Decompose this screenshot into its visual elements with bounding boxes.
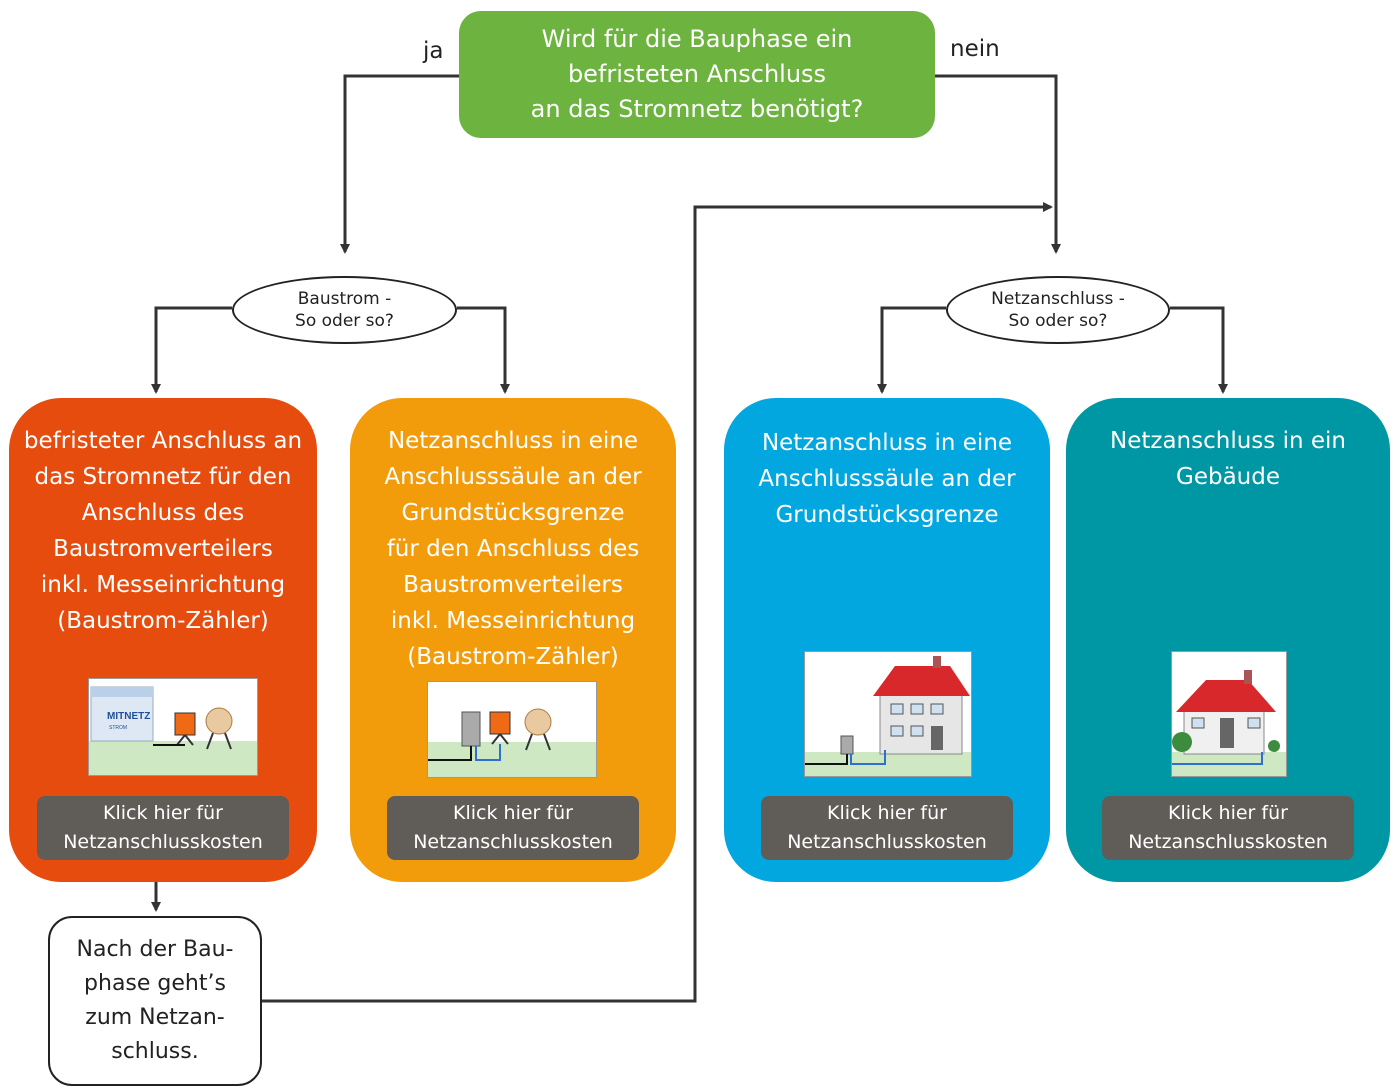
cost-button-line: Klick hier für <box>453 802 573 824</box>
logo-subtext: STROM <box>109 725 127 731</box>
option-line: Baustromverteilers <box>53 536 273 562</box>
option-line: Grundstücksgrenze <box>401 500 625 526</box>
baustrom-left-line <box>151 306 232 394</box>
cost-button-line: Netzanschlusskosten <box>1128 831 1328 853</box>
construction-site-icon: MITNETZ STROM <box>89 686 257 775</box>
no-branch-line <box>935 74 1061 254</box>
decision-line: So oder so? <box>295 311 394 331</box>
cost-button-line: Netzanschlusskosten <box>413 831 613 853</box>
decision-line: So oder so? <box>1008 311 1108 331</box>
no-label: nein <box>950 36 1000 62</box>
option-text: Netzanschluss in eine Anschlusssäule an … <box>734 425 1040 533</box>
house-with-column-icon <box>805 656 971 776</box>
question-line: an das Stromnetz benötigt? <box>530 95 864 123</box>
note-line: phase geht’s <box>84 971 226 996</box>
netz-left-line <box>877 306 946 394</box>
option-text: Netzanschluss in ein Gebäude <box>1076 423 1380 495</box>
option-line: (Baustrom-Zähler) <box>57 608 269 634</box>
note-line: zum Netzan- <box>85 1005 225 1030</box>
cost-button-line: Netzanschlusskosten <box>787 831 987 853</box>
cost-button-line: Klick hier für <box>1168 802 1288 824</box>
decision-netzanschluss: Netzanschluss - So oder so? <box>946 276 1170 344</box>
connection-column-icon <box>428 708 596 777</box>
construction-site-illustration: MITNETZ STROM <box>88 678 258 776</box>
cost-button[interactable]: Klick hier für Netzanschlusskosten <box>387 796 639 860</box>
option-line: befristeter Anschluss an <box>23 428 303 454</box>
option-line: Anschluss des <box>81 500 245 526</box>
question-line: Wird für die Bauphase ein <box>541 25 853 53</box>
option-line: Anschlusssäule an der <box>758 466 1016 492</box>
note-line: schluss. <box>111 1039 199 1064</box>
option-line: inkl. Messeinrichtung <box>390 608 636 634</box>
option-card-building-connection: Netzanschluss in ein Gebäude Klick hier … <box>1066 398 1390 882</box>
note-line: Nach der Bau- <box>76 937 234 962</box>
option-text: befristeter Anschluss an das Stromnetz f… <box>19 423 307 639</box>
connection-column-illustration <box>427 681 597 778</box>
house-icon <box>1172 670 1286 776</box>
cost-button-line: Klick hier für <box>827 802 947 824</box>
cost-button-line: Klick hier für <box>103 802 223 824</box>
option-line: Netzanschluss in eine <box>761 430 1013 456</box>
netz-right-line <box>1170 306 1228 394</box>
option-text: Netzanschluss in eine Anschlusssäule an … <box>360 423 666 675</box>
return-line <box>262 202 1053 1003</box>
yes-branch-line <box>340 74 459 254</box>
baustrom-right-line <box>457 306 510 394</box>
main-question-box: Wird für die Bauphase ein befristeten An… <box>459 11 935 138</box>
option-line: Anschlusssäule an der <box>384 464 642 490</box>
option-line: Gebäude <box>1176 464 1280 490</box>
option-line: Baustromverteilers <box>403 572 623 598</box>
option-card-connection-column: Netzanschluss in eine Anschlusssäule an … <box>724 398 1050 882</box>
decision-baustrom: Baustrom - So oder so? <box>232 276 457 344</box>
logo-text: MITNETZ <box>107 711 150 722</box>
cost-button-line: Netzanschlusskosten <box>63 831 263 853</box>
option-line: für den Anschluss des <box>386 536 640 562</box>
house-column-illustration <box>804 651 972 777</box>
after-construction-note: Nach der Bau- phase geht’s zum Netzan- s… <box>48 916 262 1086</box>
option-line: (Baustrom-Zähler) <box>407 644 619 670</box>
decision-line: Baustrom - <box>297 289 392 309</box>
decision-line: Netzanschluss - <box>991 289 1125 309</box>
cost-button[interactable]: Klick hier für Netzanschlusskosten <box>1102 796 1354 860</box>
building-illustration <box>1171 651 1287 777</box>
option-card-temporary-connection: befristeter Anschluss an das Stromnetz f… <box>9 398 317 882</box>
option-line: Netzanschluss in ein <box>1110 428 1346 454</box>
option-card-connection-column-baustrom: Netzanschluss in eine Anschlusssäule an … <box>350 398 676 882</box>
cost-button[interactable]: Klick hier für Netzanschlusskosten <box>761 796 1013 860</box>
cost-button[interactable]: Klick hier für Netzanschlusskosten <box>37 796 289 860</box>
option-line: inkl. Messeinrichtung <box>40 572 286 598</box>
option-line: das Stromnetz für den <box>34 464 292 490</box>
option-line: Grundstücksgrenze <box>775 502 999 528</box>
question-line: befristeten Anschluss <box>567 60 827 88</box>
yes-label: ja <box>423 38 444 64</box>
option-line: Netzanschluss in eine <box>387 428 639 454</box>
